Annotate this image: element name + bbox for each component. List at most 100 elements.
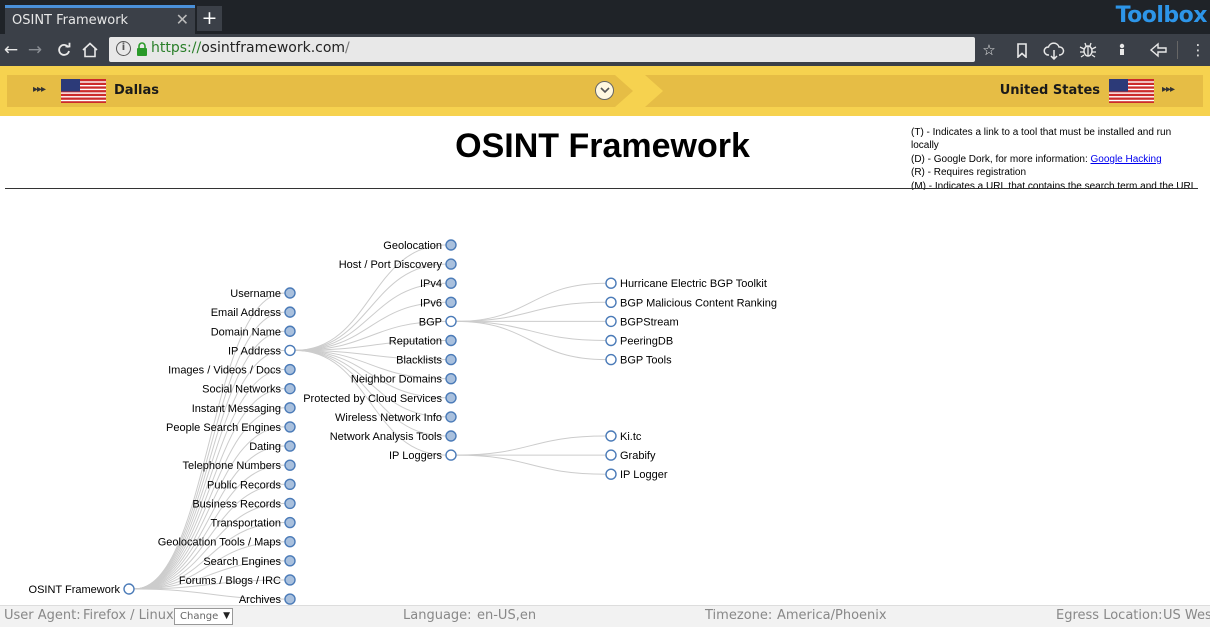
category-node[interactable]: Telephone Numbers [183, 459, 296, 472]
tree-node-label: Archives [239, 594, 282, 605]
tree-node-circle[interactable] [123, 583, 135, 595]
category-node[interactable]: Transportation [210, 516, 296, 530]
category-node[interactable]: Domain Name [211, 325, 296, 338]
bgp-tool-node[interactable]: BGPStream [605, 315, 679, 328]
tree-node-circle[interactable] [284, 574, 296, 586]
bgp-tool-node[interactable]: BGP Malicious Content Ranking [605, 296, 777, 309]
category-node[interactable]: Public Records [207, 478, 296, 491]
category-node[interactable]: Username [230, 287, 296, 300]
back-arrow-icon[interactable]: ← [3, 40, 19, 60]
tree-node-circle[interactable] [284, 306, 296, 318]
tree-node-circle[interactable] [605, 449, 617, 461]
category-node[interactable]: Forums / Blogs / IRC [179, 574, 296, 587]
tree-node-circle[interactable] [605, 315, 617, 328]
new-tab-button[interactable]: + [197, 6, 222, 31]
tree-node-circle[interactable] [605, 353, 617, 366]
tree-node-circle[interactable] [445, 392, 457, 404]
category-node[interactable]: People Search Engines [166, 421, 296, 434]
bgp-tool-node[interactable]: PeeringDB [605, 334, 673, 348]
site-info-icon[interactable]: i [116, 41, 131, 56]
cloud-download-icon[interactable] [1043, 40, 1065, 61]
tree-node-circle[interactable] [445, 277, 457, 289]
tree-node-circle[interactable] [284, 325, 296, 337]
category-node[interactable]: Geolocation Tools / Maps [158, 535, 296, 549]
bookmark-star-icon[interactable]: ☆ [982, 41, 996, 59]
toolbar-divider [1177, 41, 1178, 59]
tab-close-icon[interactable]: ✕ [175, 10, 189, 29]
tree-node-circle[interactable] [605, 277, 617, 289]
ip-subcategory-node[interactable]: Wireless Network Info [335, 411, 457, 424]
tree-node-circle[interactable] [605, 296, 617, 309]
tree-node-circle[interactable] [284, 440, 296, 452]
tree-node-circle[interactable] [284, 478, 296, 490]
category-node[interactable]: Social Networks [202, 382, 296, 396]
menu-icon[interactable]: ⋮ [1190, 41, 1206, 59]
category-node[interactable]: Archives [239, 593, 296, 605]
ip-subcategory-node[interactable]: BGP [419, 315, 457, 328]
ip-logger-tool-node[interactable]: Grabify [605, 449, 656, 462]
tree-root-node[interactable]: OSINT Framework [29, 583, 135, 596]
tree-node-circle[interactable] [445, 315, 457, 328]
category-node[interactable]: Business Records [192, 497, 296, 510]
bgp-tool-node[interactable]: Hurricane Electric BGP Toolkit [605, 277, 767, 290]
category-node[interactable]: IP Address [228, 344, 296, 357]
tree-node-circle[interactable] [445, 258, 457, 270]
ip-subcategory-node[interactable]: Protected by Cloud Services [303, 392, 457, 405]
us-flag-icon [61, 79, 106, 103]
expand-chevron-icon[interactable] [595, 81, 614, 100]
ip-logger-tool-node[interactable]: IP Logger [605, 468, 668, 481]
category-node[interactable]: Email Address [211, 306, 296, 319]
category-node[interactable]: Search Engines [203, 555, 296, 568]
tree-node-circle[interactable] [284, 363, 296, 376]
tree-node-circle[interactable] [284, 535, 296, 548]
tree-node-circle[interactable] [284, 555, 296, 567]
tree-node-circle[interactable] [445, 239, 457, 251]
tree-node-circle[interactable] [605, 430, 617, 442]
google-hacking-link[interactable]: Google Hacking [1090, 153, 1162, 165]
tree-node-circle[interactable] [284, 593, 296, 605]
tree-node-circle[interactable] [284, 497, 296, 510]
browser-tab[interactable]: OSINT Framework ✕ [5, 5, 195, 34]
ip-logger-tool-node[interactable]: Ki.tc [605, 430, 642, 443]
category-node[interactable]: Images / Videos / Docs [168, 363, 296, 377]
tree-node-circle[interactable] [445, 334, 457, 347]
ip-subcategory-node[interactable]: IPv6 [420, 296, 457, 309]
tree-node-label: Images / Videos / Docs [168, 365, 281, 377]
ip-subcategory-node[interactable]: Reputation [389, 334, 457, 348]
ip-subcategory-node[interactable]: Network Analysis Tools [330, 430, 457, 443]
user-agent-change-select[interactable]: Change▼ [174, 608, 233, 625]
ip-subcategory-node[interactable]: Geolocation [383, 239, 457, 252]
ip-subcategory-node[interactable]: IP Loggers [389, 449, 457, 462]
tree-node-circle[interactable] [445, 430, 457, 442]
category-node[interactable]: Instant Messaging [192, 402, 296, 415]
bgp-tool-node[interactable]: BGP Tools [605, 353, 672, 367]
bookmark-icon[interactable] [1011, 40, 1033, 60]
tree-node-circle[interactable] [445, 449, 457, 461]
tree-node-circle[interactable] [605, 468, 617, 480]
tree-node-label: Network Analysis Tools [330, 431, 443, 443]
tree-node-circle[interactable] [445, 353, 457, 366]
address-bar[interactable]: i https://osintframework.com/ [109, 37, 975, 62]
tree-node-circle[interactable] [284, 516, 296, 529]
send-icon[interactable] [1148, 40, 1170, 60]
home-icon[interactable] [80, 40, 100, 60]
ip-subcategory-node[interactable]: Neighbor Domains [351, 372, 457, 386]
tree-node-circle[interactable] [284, 459, 296, 471]
tree-node-circle[interactable] [445, 411, 457, 423]
bug-icon[interactable] [1077, 40, 1099, 60]
tree-node-circle[interactable] [284, 421, 296, 433]
forward-arrow-icon[interactable]: → [27, 40, 43, 60]
tree-node-circle[interactable] [284, 344, 296, 357]
tree-node-circle[interactable] [284, 382, 296, 395]
ip-subcategory-node[interactable]: Blacklists [396, 353, 457, 367]
ip-subcategory-node[interactable]: IPv4 [420, 277, 457, 290]
tree-node-circle[interactable] [445, 296, 457, 309]
tree-node-circle[interactable] [284, 287, 296, 299]
category-node[interactable]: Dating [249, 440, 296, 453]
tree-node-circle[interactable] [445, 372, 457, 385]
ip-subcategory-node[interactable]: Host / Port Discovery [339, 258, 457, 271]
tree-node-circle[interactable] [605, 334, 617, 347]
extension-icon[interactable] [1111, 40, 1133, 60]
tree-node-circle[interactable] [284, 402, 296, 414]
reload-icon[interactable] [54, 40, 74, 60]
